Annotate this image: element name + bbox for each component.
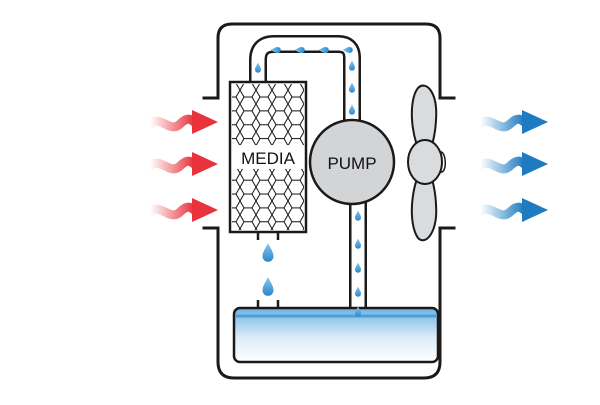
inlet-arrows — [150, 110, 218, 222]
cool-air-arrow-icon — [480, 198, 548, 222]
pump: PUMP — [308, 118, 396, 206]
pump-label: PUMP — [327, 154, 376, 173]
media-label: MEDIA — [241, 149, 296, 168]
water-reservoir — [232, 306, 440, 364]
housing-outline — [202, 22, 456, 380]
outlet-arrows — [480, 110, 548, 222]
water-drop-icon — [262, 243, 274, 262]
media-pad: MEDIA — [228, 80, 308, 234]
warm-air-arrow-icon — [150, 110, 218, 134]
warm-air-arrow-icon — [150, 152, 218, 176]
drip-outlets — [256, 232, 280, 308]
cool-air-arrow-icon — [480, 110, 548, 134]
fan-icon — [407, 84, 446, 241]
warm-air-arrow-icon — [150, 198, 218, 222]
cool-air-arrow-icon — [480, 152, 548, 176]
water-drop-icon — [262, 277, 274, 296]
